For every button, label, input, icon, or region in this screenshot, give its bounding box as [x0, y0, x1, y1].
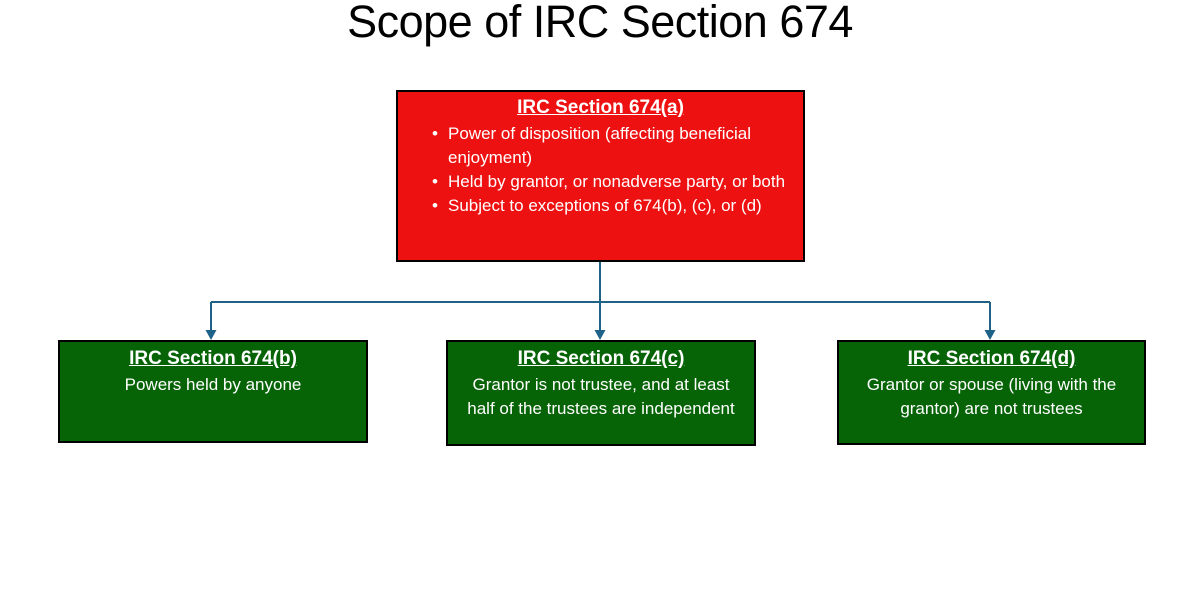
- box-irc-674c-body: Grantor is not trustee, and at least hal…: [467, 375, 735, 418]
- slide-title: Scope of IRC Section 674: [347, 0, 853, 47]
- box-irc-674b-body: Powers held by anyone: [124, 375, 302, 394]
- arrow-down-icon: [205, 330, 217, 340]
- bullet-item: Subject to exceptions of 674(b), (c), or…: [432, 194, 787, 218]
- box-irc-674a-bullet-list: Power of disposition (affecting benefici…: [410, 122, 791, 218]
- box-irc-674a: IRC Section 674(a) Power of disposition …: [396, 90, 805, 262]
- box-irc-674c-heading: IRC Section 674(c): [517, 348, 685, 369]
- arrow-down-icon: [594, 330, 606, 340]
- arrow-down-icon: [984, 330, 996, 340]
- box-irc-674b-heading: IRC Section 674(b): [129, 348, 297, 369]
- box-irc-674d: IRC Section 674(d) Grantor or spouse (li…: [837, 340, 1146, 445]
- box-irc-674d-heading: IRC Section 674(d): [907, 348, 1076, 369]
- box-irc-674d-body: Grantor or spouse (living with the grant…: [866, 375, 1117, 418]
- bullet-item: Power of disposition (affecting benefici…: [432, 122, 787, 170]
- box-irc-674c: IRC Section 674(c) Grantor is not truste…: [446, 340, 756, 446]
- bullet-item: Held by grantor, or nonadverse party, or…: [432, 170, 787, 194]
- box-irc-674b: IRC Section 674(b) Powers held by anyone: [58, 340, 368, 443]
- box-irc-674a-heading: IRC Section 674(a): [517, 97, 684, 118]
